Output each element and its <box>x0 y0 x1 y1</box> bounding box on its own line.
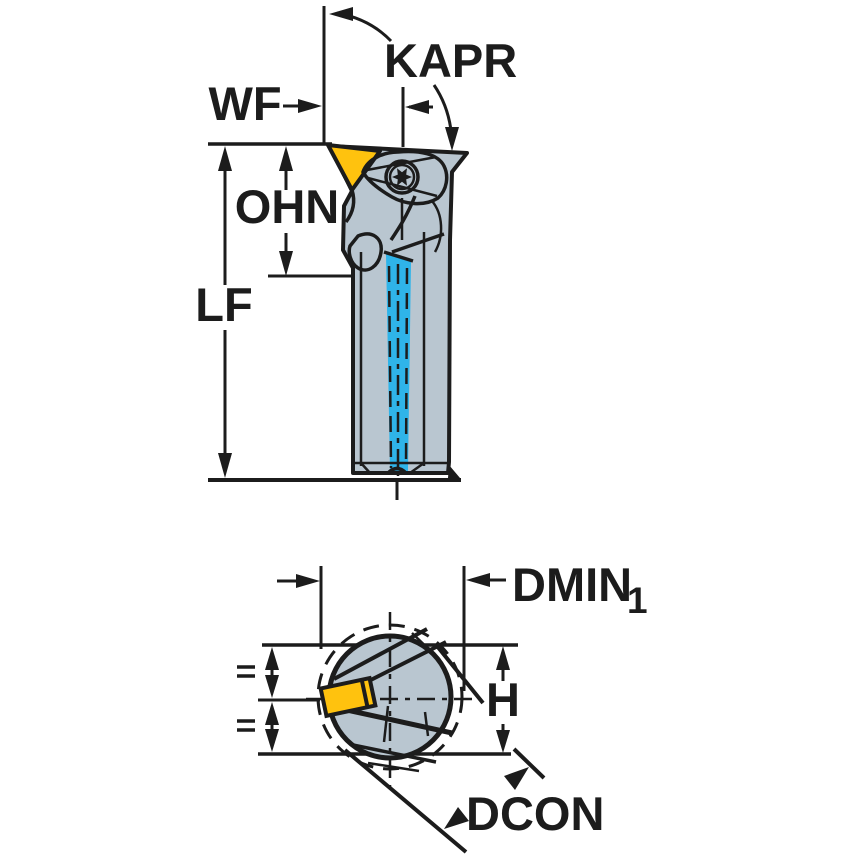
lf-arrow-up <box>218 146 232 171</box>
cutting-insert-side <box>326 143 382 192</box>
dcon-arrow-upper <box>504 767 529 790</box>
lf-arrow-down <box>218 453 232 478</box>
clamp-inner-line-top <box>366 155 437 172</box>
dcon-tangent-tick <box>512 747 546 780</box>
cutting-insert-end <box>318 675 378 719</box>
dcon-label: DCON <box>466 787 604 840</box>
coolant-top-edge <box>383 250 414 263</box>
head-side-contour <box>431 200 443 253</box>
insert-clamp <box>361 149 449 206</box>
coolant-duct <box>386 254 411 471</box>
h-label: H <box>486 673 520 726</box>
equal-mark-upper <box>237 665 255 678</box>
ohn-arrow-up <box>279 146 293 171</box>
equal-mark-lower <box>237 719 255 732</box>
ohn-label: OHN <box>235 180 339 233</box>
screw-inner-ring <box>388 163 416 191</box>
coolant-exit-arc <box>386 466 408 475</box>
dcon-arrow-lower <box>444 807 469 829</box>
h-arrow-up <box>496 646 510 670</box>
bevel-left <box>360 462 371 474</box>
dmin-arrow-left <box>466 573 490 587</box>
dcon-tangent-upper <box>435 644 485 705</box>
side-view: LF OHN WF KAPR <box>195 6 517 500</box>
h-arrow-down <box>496 730 510 753</box>
kapr-arc-arrow-left <box>329 7 353 21</box>
wf-arrow-right <box>298 99 322 113</box>
kapr-label: KAPR <box>384 34 517 87</box>
kapr-arrow-left <box>405 100 429 114</box>
coolant-dashed-right <box>404 267 409 469</box>
clamp-inner-line-bottom <box>367 176 438 198</box>
half-height-dim-lower <box>265 702 279 752</box>
holder-bottom-flare <box>448 465 460 478</box>
pocket-edge-line <box>391 232 445 254</box>
dmin-arrow-right <box>296 574 320 588</box>
wf-label: WF <box>208 77 281 130</box>
coolant-dashed-left <box>387 265 393 469</box>
kapr-arc-arrow-down <box>445 127 459 151</box>
finger-recess <box>347 232 383 272</box>
end-view: DMIN 1 <box>237 558 648 854</box>
bevel-right <box>409 461 425 475</box>
lf-label: LF <box>195 278 252 331</box>
half-height-dim-upper <box>265 647 279 698</box>
dmin-label: DMIN <box>512 558 632 611</box>
screw-outer-ring <box>384 159 420 195</box>
dcon-tangent-lower <box>343 748 468 854</box>
dmin-subscript: 1 <box>627 580 648 621</box>
under-insert-contour <box>344 189 356 224</box>
ohn-arrow-down <box>279 251 293 276</box>
torx-screw-icon <box>392 168 412 186</box>
